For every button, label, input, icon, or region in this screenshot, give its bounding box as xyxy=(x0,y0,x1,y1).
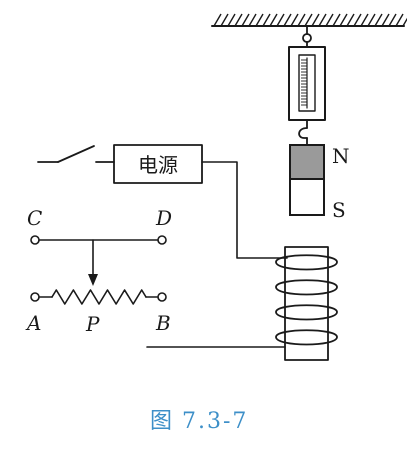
hatched-ceiling xyxy=(211,13,407,27)
sliding-rheostat: C D A B P xyxy=(25,206,172,336)
ceiling-hatch-line xyxy=(276,13,285,27)
ceiling-hatch-line xyxy=(241,13,250,27)
coil-turn-back xyxy=(275,279,338,288)
coil-turn-front xyxy=(275,261,338,271)
terminal-b xyxy=(157,292,167,302)
open-switch xyxy=(37,145,115,163)
terminal-d xyxy=(157,235,167,245)
coil-turn-back xyxy=(275,304,338,313)
coil-windings xyxy=(275,254,338,346)
terminal-c xyxy=(30,235,40,245)
ceiling-hatch-line xyxy=(332,13,341,27)
ceiling-hatch-line xyxy=(248,13,257,27)
ceiling-hatch-line xyxy=(234,13,243,27)
terminal-b-label: B xyxy=(155,311,171,335)
ceiling-hatch-line xyxy=(367,13,376,27)
resistor-zigzag xyxy=(51,289,147,305)
ceiling-hatch xyxy=(213,13,407,27)
coil-turn-front xyxy=(275,311,338,321)
ceiling-hatch-line xyxy=(402,17,407,27)
ceiling-hatch-line xyxy=(227,13,236,27)
ceiling-hatch-line xyxy=(388,13,397,27)
terminal-a xyxy=(30,292,40,302)
coil-turn-front xyxy=(275,336,338,346)
bar-magnet: N S xyxy=(289,144,350,222)
ceiling-hatch-line xyxy=(283,13,292,27)
ceiling-hatch-line xyxy=(297,13,306,27)
magnet-north-half xyxy=(289,144,325,180)
ceiling-hatch-line xyxy=(374,13,383,27)
coil-turn-back xyxy=(275,329,338,338)
caption-number: 7.3-7 xyxy=(182,409,248,434)
ceiling-hatch-line xyxy=(395,13,404,27)
slider-p-label: P xyxy=(85,312,100,336)
spring-scale xyxy=(288,25,326,146)
caption-prefix: 图 xyxy=(150,409,172,434)
ceiling-hatch-line xyxy=(213,13,222,27)
magnet-south-half xyxy=(289,178,325,216)
ceiling-hatch-line xyxy=(255,13,264,27)
coil-turn-front xyxy=(275,286,338,296)
ceiling-hatch-line xyxy=(346,13,355,27)
power-source-label: 电源 xyxy=(138,153,178,177)
solenoid-coil xyxy=(275,246,338,361)
ceiling-hatch-line xyxy=(339,13,348,27)
ceiling-hatch-line xyxy=(269,13,278,27)
ceiling-hatch-line xyxy=(381,13,390,27)
figure-caption: 图 7.3-7 xyxy=(150,409,248,434)
ceiling-hatch-line xyxy=(325,13,334,27)
ceiling-hatch-line xyxy=(290,13,299,27)
ceiling-hatch-line xyxy=(311,13,320,27)
slider-arrow-icon xyxy=(88,274,98,286)
ceiling-hatch-line xyxy=(318,13,327,27)
terminal-d-label: D xyxy=(155,206,172,230)
magnet-south-label: S xyxy=(332,198,346,222)
terminal-c-label: C xyxy=(27,206,42,230)
magnet-north-label: N xyxy=(332,144,350,168)
spring-scale-ticks xyxy=(301,59,307,106)
ceiling-hatch-line xyxy=(304,13,313,27)
ceiling-hatch-line xyxy=(353,13,362,27)
ceiling-hatch-line xyxy=(262,13,271,27)
ceiling-hatch-line xyxy=(360,13,369,27)
power-supply-box: 电源 xyxy=(113,144,203,184)
coil-turn-back xyxy=(275,254,338,263)
wire-power-to-coil xyxy=(201,161,288,259)
ceiling-hatch-line xyxy=(220,13,229,27)
terminal-a-label: A xyxy=(25,311,41,335)
